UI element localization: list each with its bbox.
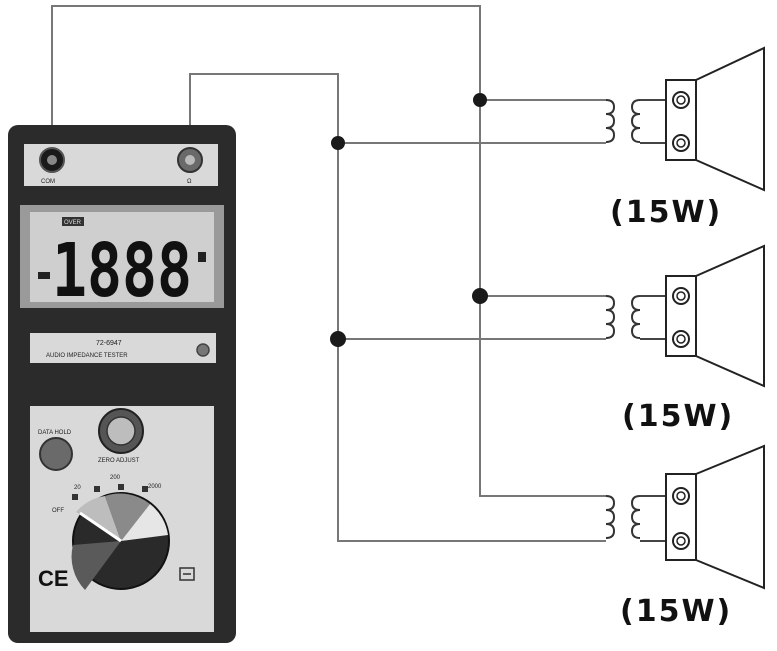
transformer-coil-icon [605, 495, 616, 539]
dial-label-off: OFF [52, 508, 64, 514]
impedance-meter: COM Ω OVER 1888 72-6947 AUDIO IMPEDANCE … [8, 125, 236, 643]
data-hold-label: DATA HOLD [38, 430, 72, 436]
meter-title: AUDIO IMPEDANCE TESTER [46, 353, 128, 359]
junction-node [472, 288, 488, 304]
ce-mark: CE [38, 566, 69, 591]
speaker-1: (15W) [605, 46, 765, 230]
ohm-jack-label: Ω [187, 179, 192, 185]
speaker-cone-icon [695, 46, 765, 192]
junction-node [330, 331, 346, 347]
transformer-coil-icon [630, 495, 641, 539]
range-selector-dial[interactable] [71, 492, 170, 590]
svg-text:OVER: OVER [64, 220, 82, 226]
lcd-readout: 1888 [52, 228, 192, 314]
lcd-over-indicator [62, 217, 84, 226]
speaker-cone-icon [695, 244, 765, 388]
indicator-led-icon [196, 343, 210, 357]
junction-nodes [330, 93, 488, 347]
com-lead [51, 5, 606, 497]
com-jack-label: COM [41, 179, 55, 185]
battery-icon [38, 272, 50, 279]
data-hold-button[interactable] [39, 437, 73, 471]
transformer-coil-icon [605, 295, 616, 339]
speaker-3: (15W) [605, 444, 765, 629]
speaker-wattage-label: (15W) [620, 594, 732, 629]
transformer-coil-icon [630, 295, 641, 339]
junction-node [331, 136, 345, 150]
junction-node [473, 93, 487, 107]
wires [51, 5, 606, 542]
speaker-wattage-label: (15W) [622, 399, 734, 434]
model-strip [30, 333, 216, 363]
transformer-coil-icon [630, 99, 641, 143]
lcd-screen [30, 212, 214, 302]
hold-indicator-icon [198, 252, 206, 262]
dial-label-20: 20 [74, 485, 81, 491]
manual-warning-icon [179, 567, 195, 581]
transformer-coil-icon [605, 99, 616, 143]
zero-adjust-label: ZERO ADJUST [98, 458, 140, 464]
dial-label-200: 200 [110, 475, 121, 481]
dial-label-2000: 2000 [148, 484, 162, 490]
speaker-cone-icon [695, 444, 765, 590]
speaker-2: (15W) [605, 244, 765, 434]
model-number: 72-6947 [96, 340, 122, 347]
dial-pointer [79, 511, 122, 543]
ohm-lead [189, 73, 606, 542]
speaker-wattage-label: (15W) [610, 195, 722, 230]
